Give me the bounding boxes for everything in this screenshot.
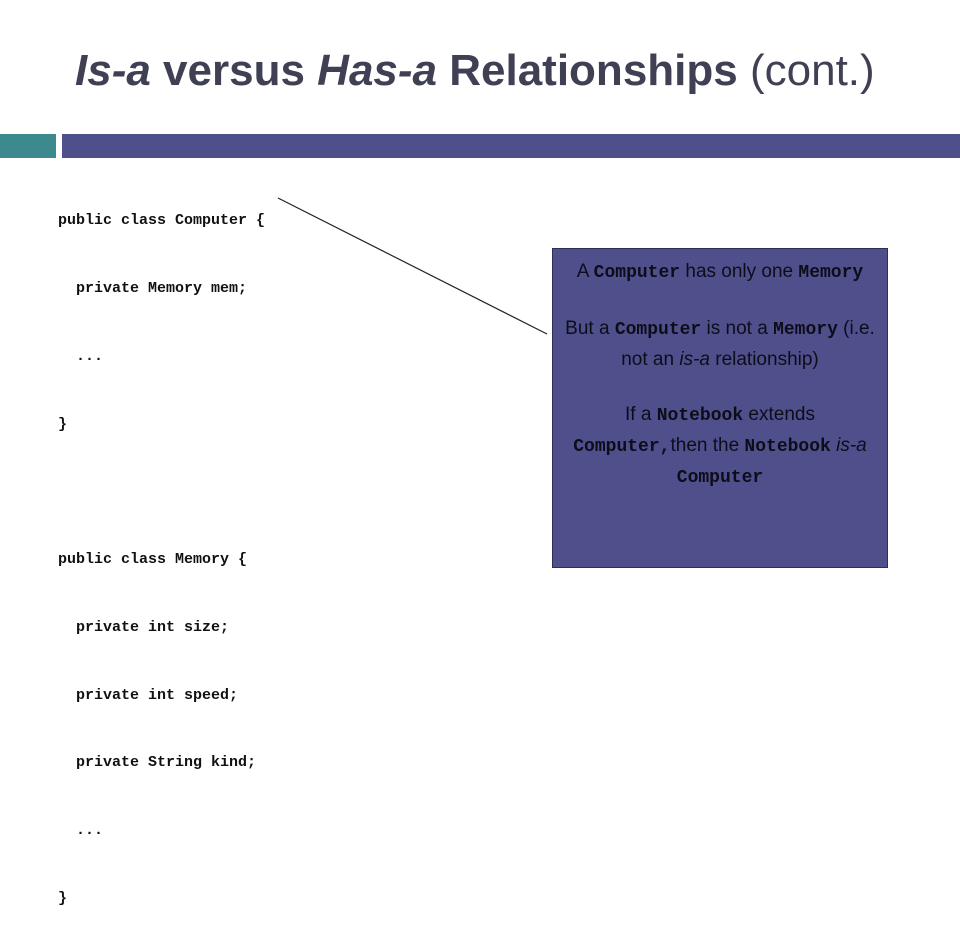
accent-bar-teal <box>0 134 56 158</box>
callout-text: is not a <box>701 318 774 339</box>
title-has-a: Has-a <box>317 46 438 95</box>
callout-text: But a <box>565 318 615 339</box>
callout-text: has only one <box>680 261 799 282</box>
callout-emphasis: is-a <box>679 349 710 370</box>
title-cont: (cont.) <box>749 46 875 95</box>
code-line: private String kind; <box>58 754 257 772</box>
callout-text: then the <box>670 435 745 456</box>
code-line: public class Computer { <box>58 212 266 230</box>
callout-text: If a <box>625 404 657 425</box>
callout-code: Computer <box>614 320 702 340</box>
code-line: private int size; <box>58 618 230 636</box>
title-versus: versus <box>150 46 318 95</box>
callout-paragraph-1: A Computer has only one Memory <box>553 257 887 288</box>
callout-code: Computer <box>676 468 764 488</box>
code-line: private int speed; <box>58 686 239 704</box>
callout-text: (i.e. not an <box>621 318 875 370</box>
code-line: } <box>58 890 68 907</box>
code-line <box>58 481 265 504</box>
callout-text: extends <box>743 404 815 425</box>
slide-title: Is-a versus Has-a Relationships (cont.) <box>75 46 875 96</box>
callout-paragraph-2: But a Computer is not a Memory (i.e. not… <box>553 314 887 374</box>
title-relationships: Relationships <box>437 46 750 95</box>
code-line: } <box>58 415 68 433</box>
code-line: private Memory mem; <box>58 279 248 297</box>
code-line: ... <box>58 822 104 840</box>
callout-paragraph-3: If a Notebook extends Computer,then the … <box>553 400 887 493</box>
callout-code: Memory <box>798 263 864 283</box>
accent-bar-blue <box>62 134 960 158</box>
callout-emphasis: is-a <box>836 435 867 456</box>
callout-code: Notebook <box>656 406 744 426</box>
callout-box: A Computer has only one Memory But a Com… <box>552 248 888 568</box>
code-line: public class Memory { <box>58 551 248 569</box>
code-block: public class Computer { private Memory m… <box>58 165 265 933</box>
callout-code: Memory <box>773 320 838 340</box>
callout-code: Computer, <box>573 437 671 457</box>
callout-code: Computer <box>593 263 681 283</box>
callout-text: A <box>576 261 594 282</box>
code-line: ... <box>58 347 104 365</box>
callout-code: Notebook <box>744 437 831 457</box>
callout-text: relationship) <box>709 349 819 370</box>
title-is-a: Is-a <box>75 46 151 95</box>
